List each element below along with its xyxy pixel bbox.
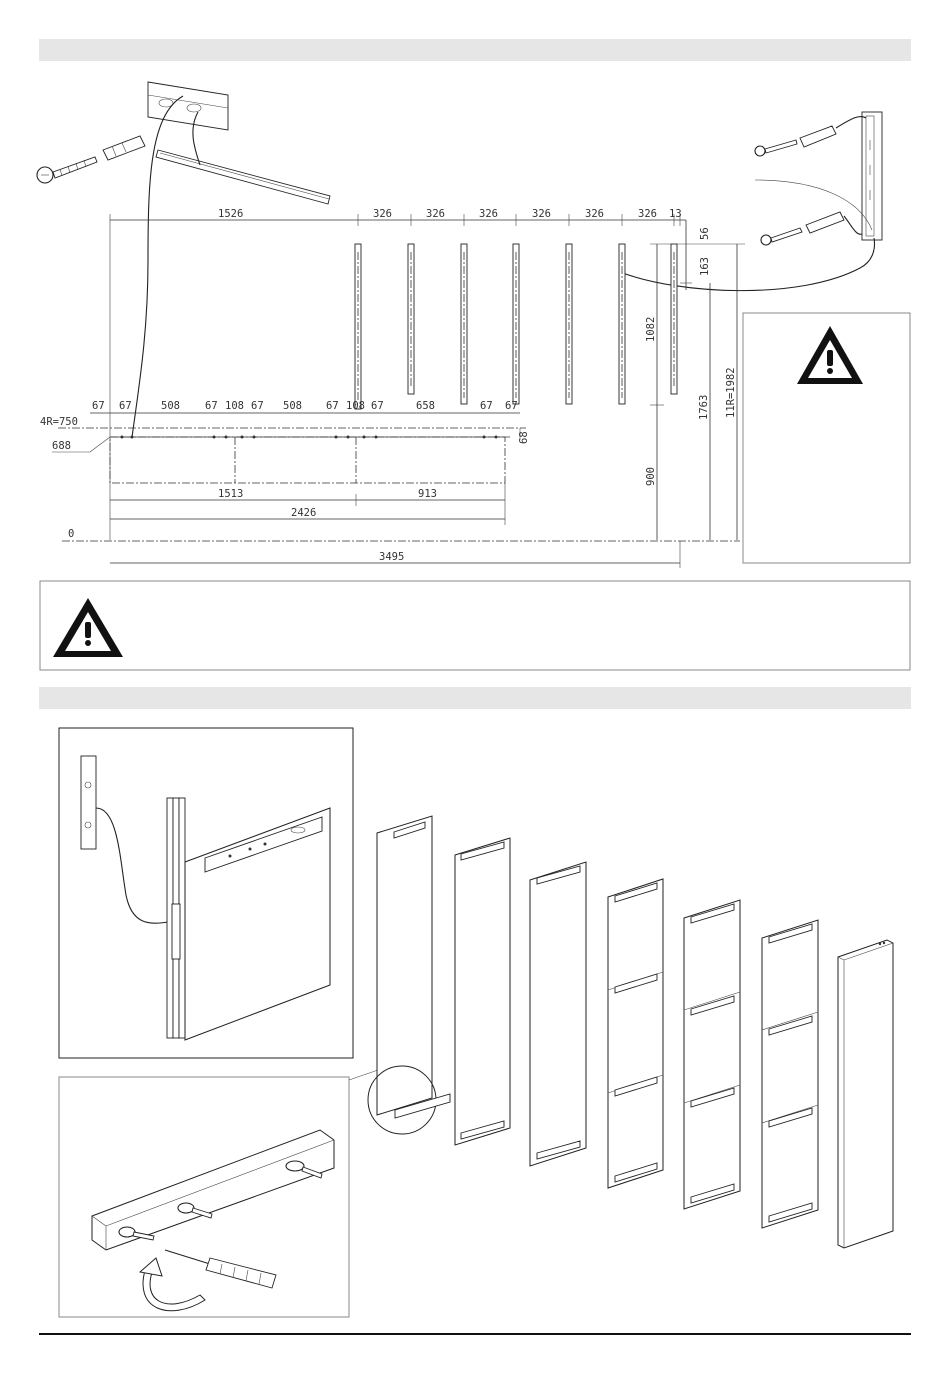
dim-1763: 1763 [698, 395, 710, 420]
panel-1 [368, 816, 450, 1134]
dim-top-326: 326 [479, 208, 498, 220]
label-zero: 0 [68, 528, 74, 540]
dim-row-67: 67 [251, 400, 264, 412]
dim-row-658: 658 [416, 400, 435, 412]
dim-top-326: 326 [585, 208, 604, 220]
dim-68: 68 [518, 431, 530, 444]
label-688: 688 [52, 440, 71, 452]
bracket-detail-right [620, 112, 882, 291]
dim-11r: 11R=1982 [725, 367, 737, 418]
dim-row-67: 67 [92, 400, 105, 412]
panel-3 [530, 862, 586, 1166]
dowel-icon [103, 136, 145, 160]
dim-913: 913 [418, 488, 437, 500]
dim-56: 56 [699, 227, 711, 240]
dim-1513: 1513 [218, 488, 243, 500]
dim-row-508: 508 [283, 400, 302, 412]
dim-163: 163 [699, 257, 711, 276]
dim-row-508: 508 [161, 400, 180, 412]
dim-top-1526: 1526 [218, 208, 243, 220]
dim-top-326: 326 [426, 208, 445, 220]
panel-5 [684, 900, 740, 1209]
screw-icon [37, 157, 97, 183]
dim-row-108: 108 [346, 400, 365, 412]
dim-top-13: 13 [669, 208, 682, 220]
panel-4 [608, 879, 663, 1188]
dim-top-326: 326 [532, 208, 551, 220]
dim-row-67: 67 [505, 400, 518, 412]
dim-top-326: 326 [373, 208, 392, 220]
screw-icon [761, 212, 844, 245]
dim-900: 900 [645, 467, 657, 486]
bottom-dimension-lines: 1513 913 2426 0 3495 [62, 483, 740, 568]
horizontal-rail-row: 67 67 508 67 108 67 508 67 108 67 658 67… [40, 400, 530, 483]
panel-2 [455, 838, 510, 1145]
warning-note-banner [40, 581, 910, 670]
right-vertical-dims: 56 163 1082 900 1763 11R=1982 [645, 220, 745, 540]
dim-row-67: 67 [205, 400, 218, 412]
dim-row-67: 67 [371, 400, 384, 412]
dim-row-67: 67 [480, 400, 493, 412]
wall-rail-detail [37, 82, 330, 437]
panel-6 [762, 920, 818, 1228]
label-4r: 4R=750 [40, 416, 78, 428]
dim-row-67: 67 [326, 400, 339, 412]
dim-row-67: 67 [119, 400, 132, 412]
top-dimension-line: 1526 326 326 326 326 326 326 13 [110, 208, 686, 540]
dim-top-326: 326 [638, 208, 657, 220]
screw-icon [755, 126, 836, 156]
vertical-rails [355, 244, 677, 409]
dim-1082: 1082 [645, 317, 657, 342]
panel-7-end [838, 940, 893, 1248]
dim-3495: 3495 [379, 551, 404, 563]
dim-2426: 2426 [291, 507, 316, 519]
dim-row-108: 108 [225, 400, 244, 412]
